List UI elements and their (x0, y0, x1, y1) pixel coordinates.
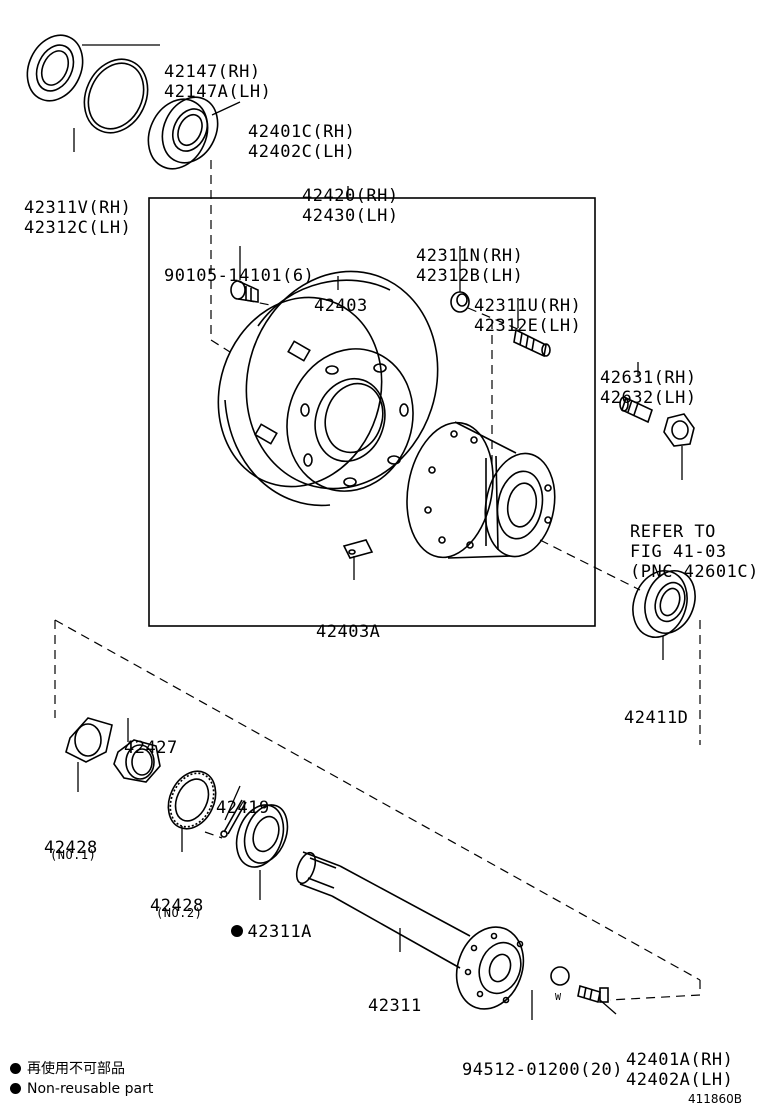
label-90105: 90105-14101(6) (164, 266, 315, 286)
assembly-box (148, 197, 596, 627)
bearing-42401C-drawing (147, 96, 219, 170)
label-42401A: 42401A(RH)42402A(LH) (626, 1050, 734, 1090)
lock-nut-42427-drawing (113, 739, 161, 783)
label-42401C: 42401C(RH)42402C(LH) (248, 122, 356, 162)
label-42420: 42420(RH)42430(LH) (302, 186, 399, 226)
label-42428-no2: 42428 (150, 896, 204, 916)
leader-lines (73, 44, 683, 1020)
hub-bolt-42631-drawing (619, 396, 653, 424)
label-42428-no2-sub: (NO.2) (156, 906, 203, 920)
legend-line-2: Non-reusable part (10, 1080, 153, 1098)
figure-id: 411860B (687, 1092, 742, 1106)
axle-shaft-42311-drawing (295, 851, 525, 1010)
screw-42419-drawing (220, 799, 247, 838)
washer-42428-no1-drawing (65, 717, 113, 763)
brake-drum-42403-drawing (217, 270, 439, 507)
bearing-42411D-drawing (632, 570, 696, 638)
nut-42311N-drawing (450, 291, 470, 313)
label-42411D: 42411D (624, 708, 689, 728)
hub-42420-drawing (406, 421, 556, 559)
label-42311N: 42311N(RH)42312B(LH) (416, 246, 524, 286)
label-42403A: 42403A (316, 622, 381, 642)
label-94512: 94512-01200(20) (462, 1060, 624, 1080)
washer-mark: W (555, 992, 562, 1003)
legend-line-1: 再使用不可部品 (10, 1060, 125, 1078)
label-42428-no1-sub: (NO.1) (50, 848, 97, 862)
oil-seal-42311A-drawing (235, 804, 289, 868)
label-42428-no1: 42428 (44, 838, 98, 858)
hub-nut-drawing (663, 413, 695, 447)
label-42147: 42147(RH)42147A(LH) (164, 62, 272, 102)
label-42403: 42403 (314, 296, 368, 316)
bullet-icon (10, 1063, 21, 1074)
oil-seal-42147-drawing (26, 34, 84, 102)
lock-washer-42428-no2-drawing (167, 770, 217, 830)
washer-94512-drawing (550, 966, 570, 986)
label-42427: 42427 (124, 738, 178, 758)
label-42311: 42311 (368, 996, 422, 1016)
non-reusable-mark (231, 925, 244, 937)
label-42631: 42631(RH)42632(LH) (600, 368, 697, 408)
bolt-42401A-drawing (577, 984, 609, 1004)
snap-ring-42311V-drawing (83, 58, 149, 134)
label-42419: 42419 (216, 798, 270, 818)
bullet-icon (10, 1083, 21, 1094)
label-42311V: 42311V(RH)42312C(LH) (24, 198, 132, 238)
dashed-lines (54, 160, 701, 1001)
label-42311A: 42311A (210, 902, 312, 942)
stud-42311U-drawing (513, 328, 551, 358)
label-42311U: 42311U(RH)42312E(LH) (474, 296, 582, 336)
bolt-90105-drawing (230, 280, 259, 303)
key-42403A-drawing (342, 539, 374, 559)
